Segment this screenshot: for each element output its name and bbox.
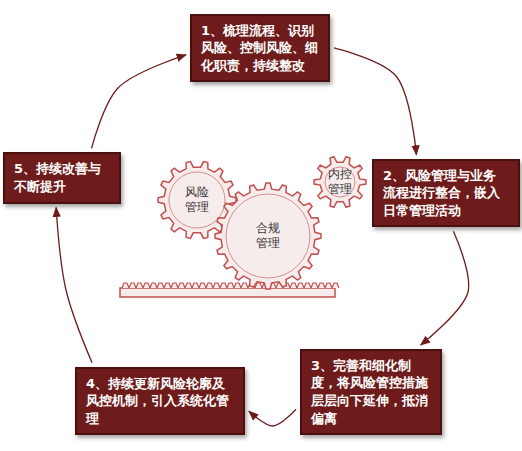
process-box: 4、持续更新风险轮廓及风控机制，引入系统化管理 <box>75 367 245 436</box>
rack-teeth <box>122 283 339 288</box>
cycle-arrow <box>56 208 92 363</box>
gear-label: 内控管理 <box>328 167 353 197</box>
rack-bar <box>120 288 335 297</box>
gear-label: 风险管理 <box>185 185 210 215</box>
step-text: 1、梳理流程、识别风险、控制风险、细化职责，持续整改 <box>201 22 319 75</box>
cycle-arrow <box>249 409 296 426</box>
process-box: 2、风险管理与业务流程进行整合，嵌入日常管理活动 <box>372 159 520 228</box>
gear-circle: 内控管理 <box>313 155 367 209</box>
gear-label: 合规管理 <box>256 221 281 251</box>
gear-rack <box>120 283 339 297</box>
process-box: 3、完善和细化制度，将风险管控措施层层向下延伸，抵消偏离 <box>300 349 442 435</box>
step-text: 5、持续改善与不断提升 <box>14 160 110 195</box>
process-box: 5、持续改善与不断提升 <box>3 152 121 203</box>
cycle-arrow <box>334 48 416 155</box>
process-box: 1、梳理流程、识别风险、控制风险、细化职责，持续整改 <box>190 14 330 83</box>
step-text: 3、完善和细化制度，将风险管控措施层层向下延伸，抵消偏离 <box>311 357 431 427</box>
cycle-arrow <box>92 55 187 149</box>
step-text: 2、风险管理与业务流程进行整合，嵌入日常管理活动 <box>383 167 509 220</box>
gear-circle: 合规管理 <box>214 182 322 290</box>
step-text: 4、持续更新风险轮廓及风控机制，引入系统化管理 <box>86 375 234 428</box>
cycle-arrow <box>421 231 469 345</box>
